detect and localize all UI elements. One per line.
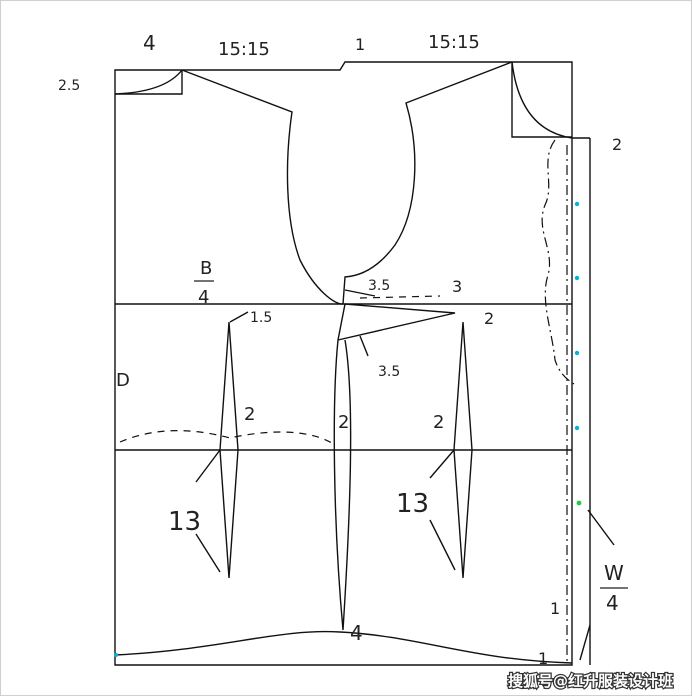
label-right-side-2: 2	[612, 135, 622, 154]
label-bust-den: 4	[198, 287, 209, 308]
label-neck-left-corner: 2.5	[58, 78, 80, 94]
marker-dots	[114, 201, 582, 657]
side-seam	[333, 303, 352, 631]
left-waist-dart	[219, 321, 239, 579]
dashed-bust-extension	[359, 295, 441, 299]
label-hem-side-1: 1	[550, 599, 560, 618]
right-armhole	[342, 61, 513, 305]
label-waist-num: W	[604, 561, 624, 585]
right-neck-box	[511, 62, 572, 138]
label-center-dart-2: 2	[338, 412, 349, 433]
label-armhole-3-5: 3.5	[368, 278, 390, 294]
dashed-curve-left	[119, 430, 336, 446]
left-neck-curve	[114, 69, 183, 95]
label-hem-4: 4	[350, 621, 363, 645]
right-neck-curve	[511, 61, 573, 139]
label-top-mark: 1	[355, 35, 365, 54]
hem-curve	[114, 630, 573, 664]
label-waist-den: 4	[606, 591, 619, 615]
label-right-13: 13	[396, 489, 429, 519]
label-bust-offset: 1.5	[250, 310, 272, 326]
dash-dot-side-curve	[541, 139, 575, 385]
label-hem-side-1b: 1	[538, 649, 548, 668]
watermark: 搜狐号@红升服装设计班	[508, 672, 673, 690]
left-neck-box	[115, 70, 183, 95]
label-neck-left-top: 4	[143, 31, 156, 55]
label-shoulder-left: 15:15	[218, 39, 270, 60]
label-right-dart-2: 2	[433, 412, 444, 433]
outer-frame	[114, 61, 573, 666]
label-dart-bottom: 3.5	[378, 364, 400, 380]
bust-dart	[337, 303, 456, 341]
label-dart-side-2: 2	[484, 309, 494, 328]
label-shoulder-right: 15:15	[428, 32, 480, 53]
label-dart-top-3: 3	[452, 277, 462, 296]
label-left-13: 13	[168, 507, 201, 537]
label-left-dart-2: 2	[244, 404, 255, 425]
right-waist-dart	[453, 321, 473, 579]
label-circle-mark: D	[116, 370, 130, 391]
left-armhole	[181, 69, 344, 305]
label-bust-num: B	[200, 258, 212, 279]
